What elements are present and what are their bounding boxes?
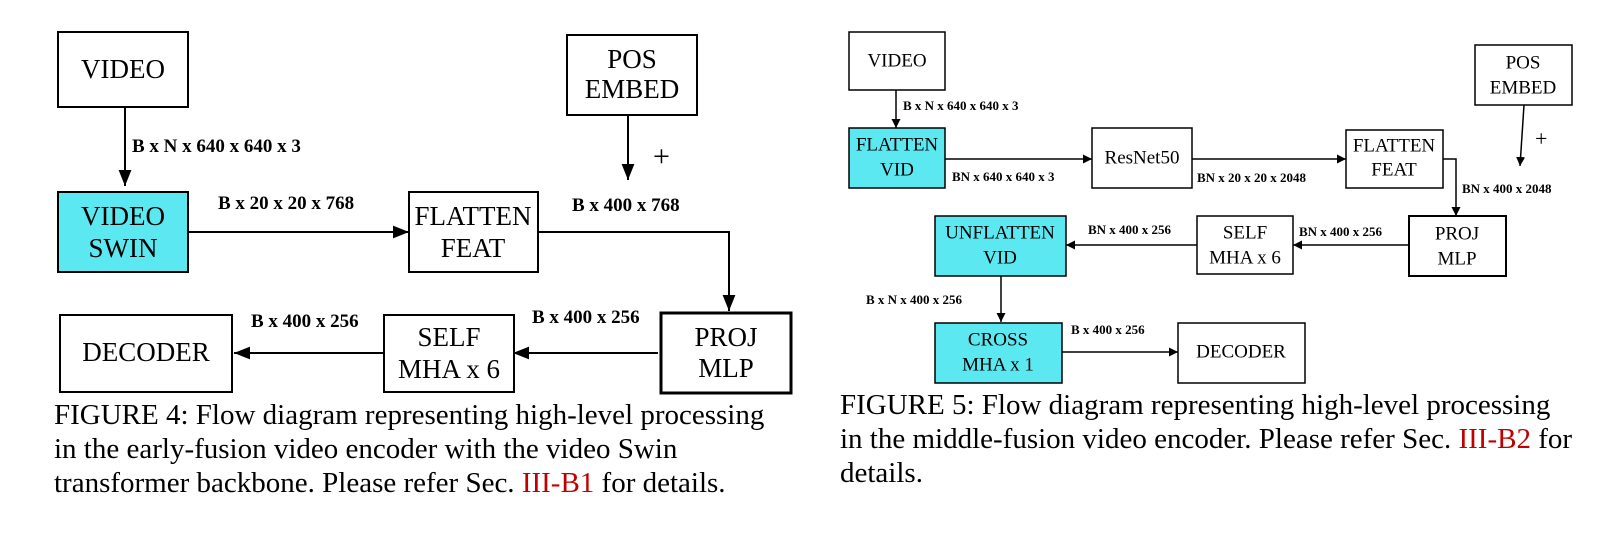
fig5-edges: [891, 90, 1526, 357]
node-box: [57, 31, 189, 108]
fig5-node-self-mha-label-2: MHA x 6: [1209, 247, 1281, 268]
fig4-node-decoder-label: DECODER: [82, 337, 210, 367]
fig4-node-pos-embed-label-1: POS: [607, 44, 657, 74]
fig5-edge-label-unflatten-to-cross: B x N x 400 x 256: [866, 292, 963, 307]
figure-5: VIDEO FLATTEN VID ResNet50 FLATTEN FEAT …: [848, 31, 1573, 384]
fig4-edge-label-video-to-swin: B x N x 640 x 640 x 3: [132, 136, 301, 157]
node-box: [1091, 127, 1193, 189]
fig5-node-proj-mlp-label-2: MLP: [1437, 248, 1476, 269]
fig5-node-flatten-vid: FLATTEN VID: [848, 127, 946, 189]
fig5-node-pos-embed-label-2: EMBED: [1490, 77, 1557, 98]
node-box: [566, 34, 698, 116]
fig4-node-proj-mlp-label-1: PROJ: [694, 322, 757, 352]
fig5-edge-label-pos-plus: +: [1535, 126, 1547, 151]
fig4-node-flatten-feat-label-2: FEAT: [441, 233, 506, 263]
node-box: [57, 191, 189, 273]
fig4-node-flatten-feat: FLATTEN FEAT: [408, 191, 539, 273]
fig4-edge-label-pos-plus: +: [653, 140, 670, 173]
fig4-edge-flatten-to-proj: [538, 231, 736, 311]
fig4-node-self-mha-label-2: MHA x 6: [398, 354, 500, 384]
fig5-node-proj-mlp: PROJ MLP: [1408, 215, 1507, 277]
fig5-node-flatten-vid-label-1: FLATTEN: [856, 134, 939, 155]
node-box: [59, 314, 233, 393]
figure-5-caption-text: FIGURE 5: Flow diagram representing high…: [840, 389, 1551, 455]
fig4-edge-label-proj-to-self: B x 400 x 256: [532, 307, 640, 328]
fig4-node-video: VIDEO: [57, 31, 189, 108]
node-box: [934, 322, 1063, 384]
fig5-node-unflatten-vid: UNFLATTEN VID: [934, 215, 1067, 277]
figure-4-caption-text: FIGURE 4: Flow diagram representing high…: [54, 399, 765, 499]
fig5-node-pos-embed-label-1: POS: [1506, 52, 1541, 73]
fig5-node-cross-mha-label-1: CROSS: [968, 329, 1028, 350]
fig4-node-decoder: DECODER: [59, 314, 233, 393]
figure-4-section-ref[interactable]: III-B1: [521, 467, 595, 499]
fig5-edge-label-flatten-to-resnet: BN x 640 x 640 x 3: [952, 169, 1055, 184]
fig4-edge-label-self-to-decoder: B x 400 x 256: [251, 311, 359, 332]
fig5-node-cross-mha: CROSS MHA x 1: [934, 322, 1063, 384]
fig4-node-video-swin: VIDEO SWIN: [57, 191, 189, 273]
node-box: [1474, 44, 1573, 106]
fig4-node-video-label-1: VIDEO: [81, 54, 165, 84]
fig5-node-cross-mha-label-2: MHA x 1: [962, 354, 1034, 375]
fig5-edge-label-cross-to-decoder: B x 400 x 256: [1071, 322, 1145, 337]
node-box: [1177, 322, 1306, 384]
figure-4-caption: FIGURE 4: Flow diagram representing high…: [54, 398, 784, 500]
fig5-node-self-mha-label-1: SELF: [1223, 222, 1267, 243]
fig5-node-unflatten-vid-label-1: UNFLATTEN: [945, 222, 1055, 243]
fig5-edge-label-proj-to-self: BN x 400 x 256: [1299, 224, 1383, 239]
node-box: [659, 311, 793, 395]
fig5-edge-label-self-to-unflatten: BN x 400 x 256: [1088, 222, 1172, 237]
fig4-edges: [118, 107, 736, 360]
fig5-node-proj-mlp-label-1: PROJ: [1435, 223, 1479, 244]
fig4-node-self-mha-label-1: SELF: [417, 322, 480, 352]
fig5-edge-label-flatten-to-proj: BN x 400 x 2048: [1462, 181, 1552, 196]
fig5-node-pos-embed: POS EMBED: [1474, 44, 1573, 106]
fig5-edge-label-resnet-to-flatten: BN x 20 x 20 x 2048: [1197, 170, 1307, 185]
figure-5-caption: FIGURE 5: Flow diagram representing high…: [840, 388, 1580, 490]
fig4-node-video-swin-label-2: SWIN: [89, 233, 158, 263]
fig4-node-proj-mlp: PROJ MLP: [659, 311, 793, 395]
fig4-node-pos-embed-label-2: EMBED: [585, 74, 680, 104]
fig4-node-flatten-feat-label-1: FLATTEN: [415, 201, 532, 231]
node-box: [408, 191, 539, 273]
fig4-node-pos-embed: POS EMBED: [566, 34, 698, 116]
fig4-node-video-swin-label-1: VIDEO: [81, 201, 165, 231]
fig5-node-flatten-feat-label-1: FLATTEN: [1353, 135, 1436, 156]
fig4-node-self-mha: SELF MHA x 6: [383, 314, 515, 393]
fig5-node-resnet: ResNet50: [1091, 127, 1193, 189]
node-box: [1196, 215, 1294, 275]
fig5-edge-flatten-to-proj: [1443, 158, 1461, 216]
node-box: [1408, 215, 1507, 277]
node-box: [383, 314, 515, 393]
fig5-edge-pos-to-proj: [1516, 104, 1526, 167]
figure-5-caption-tail: for details.: [840, 423, 1573, 489]
fig5-node-decoder: DECODER: [1177, 322, 1306, 384]
fig5-node-self-mha: SELF MHA x 6: [1196, 215, 1294, 275]
fig5-node-flatten-feat-label-2: FEAT: [1371, 159, 1417, 180]
node-box: [848, 127, 946, 189]
node-box: [1345, 129, 1444, 189]
figure-5-section-ref[interactable]: III-B2: [1458, 423, 1531, 455]
fig5-node-resnet-label: ResNet50: [1105, 147, 1180, 168]
fig5-node-flatten-vid-label-2: VID: [880, 159, 914, 180]
figure-4: VIDEO VIDEO SWIN POS EMBED FLATTEN FEAT …: [57, 31, 793, 395]
fig5-node-video: VIDEO: [848, 31, 946, 91]
fig5-node-video-label: VIDEO: [867, 50, 926, 71]
fig4-edge-label-flatten-to-proj: B x 400 x 768: [572, 195, 680, 216]
fig4-node-proj-mlp-label-2: MLP: [698, 353, 754, 383]
fig5-edge-label-video-to-flatten: B x N x 640 x 640 x 3: [903, 98, 1019, 113]
fig5-node-flatten-feat: FLATTEN FEAT: [1345, 129, 1444, 189]
node-box: [934, 215, 1067, 277]
node-box: [848, 31, 946, 91]
fig5-node-unflatten-vid-label-2: VID: [983, 247, 1017, 268]
figure-4-caption-tail: for details.: [601, 467, 726, 499]
fig4-edge-label-swin-to-flatten: B x 20 x 20 x 768: [218, 193, 354, 214]
fig5-node-decoder-label: DECODER: [1196, 341, 1286, 362]
